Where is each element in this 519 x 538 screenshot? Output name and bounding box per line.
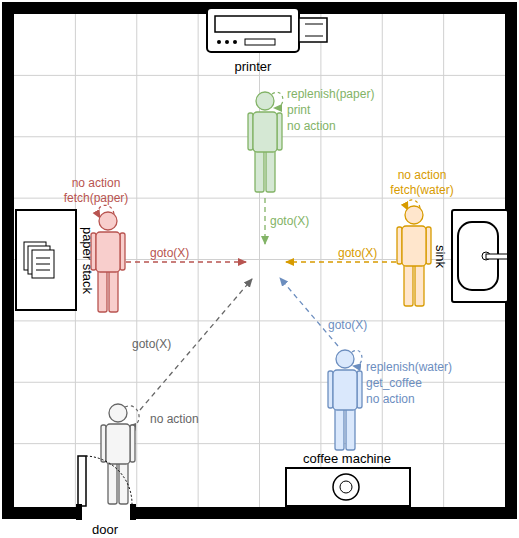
object-label: door [92, 522, 118, 537]
blue-person [328, 350, 362, 450]
action-label: goto(X) [270, 214, 309, 228]
action-label: replenish(water) [366, 360, 452, 374]
action-label: goto(X) [150, 246, 189, 260]
door: door [70, 452, 140, 537]
action-label: no action [287, 119, 336, 133]
action-label: print [287, 103, 310, 117]
action-label: no action [366, 392, 415, 406]
action-label: no action [150, 412, 199, 426]
printer: printer [205, 4, 330, 80]
green-person [248, 92, 282, 192]
action-label: goto(X) [132, 337, 171, 351]
grey-person [101, 404, 135, 504]
action-label: fetch(paper) [64, 191, 129, 205]
sink: sink [432, 208, 507, 304]
object-label: coffee machine [303, 451, 391, 466]
object-label: printer [235, 59, 272, 74]
object-label: sink [434, 244, 449, 267]
yellow-person [397, 206, 431, 306]
action-label: no action [72, 176, 121, 190]
paper-stack: paper stack [14, 208, 98, 312]
action-label: fetch(water) [390, 183, 453, 197]
red-person [91, 212, 125, 312]
action-label: goto(X) [338, 246, 377, 260]
action-label: goto(X) [328, 318, 367, 332]
action-label: get_coffee [366, 376, 422, 390]
coffee-machine: coffee machine [280, 450, 415, 508]
action-label: no action [398, 168, 447, 182]
object-label: paper stack [80, 226, 95, 293]
action-label: replenish(paper) [287, 87, 374, 101]
